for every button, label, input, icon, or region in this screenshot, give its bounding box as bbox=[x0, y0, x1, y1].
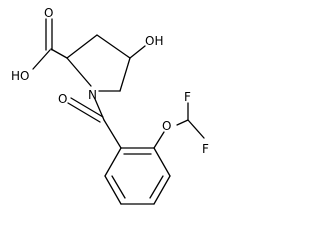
bond-c2-c3 bbox=[66, 34, 98, 59]
bond-ar-inner-2 bbox=[149, 175, 164, 199]
bond-ar6-ar1 bbox=[104, 147, 122, 177]
fluorine-bottom-label: F bbox=[202, 142, 209, 156]
carbonyl-o-acid-label: O bbox=[44, 6, 53, 20]
bond-ar-inner-3 bbox=[111, 175, 126, 199]
carboxylic-acid-group bbox=[32, 18, 68, 70]
bond-c4-oh bbox=[129, 45, 146, 59]
bond-ar5-ar6 bbox=[104, 175, 122, 205]
amide-oxygen-label: O bbox=[58, 92, 67, 106]
bond-c2-cooh bbox=[50, 48, 68, 59]
bond-ar2-ar3 bbox=[153, 147, 171, 177]
hydroxyl-ring-label: OH bbox=[145, 34, 163, 48]
pyrrolidine-ring bbox=[66, 34, 146, 92]
bond-amide-double-a bbox=[70, 97, 104, 118]
difluoromethoxy-group bbox=[153, 102, 205, 149]
bond-amide-double-b bbox=[67, 102, 101, 123]
bond-oether-chf2 bbox=[176, 119, 189, 126]
bond-carbonyl-ring bbox=[103, 119, 122, 149]
amide-group bbox=[67, 97, 122, 149]
chemical-structure: HO O OH N O O F F bbox=[11, 6, 209, 205]
bond-acid-oh bbox=[32, 49, 51, 70]
bond-c4-c5 bbox=[119, 57, 131, 92]
ring-nitrogen-label: N bbox=[88, 88, 97, 102]
bond-n-c2 bbox=[66, 57, 92, 87]
bond-ar-oether bbox=[153, 131, 165, 149]
fluorine-top-label: F bbox=[184, 90, 191, 104]
bond-ar3-ar4 bbox=[153, 175, 171, 205]
bond-c3-c4 bbox=[96, 34, 131, 59]
benzene-ring bbox=[104, 147, 171, 205]
hydroxyl-acid-label: HO bbox=[11, 69, 29, 83]
ether-oxygen-label: O bbox=[162, 119, 171, 133]
bond-chf2-fbottom bbox=[187, 119, 205, 139]
